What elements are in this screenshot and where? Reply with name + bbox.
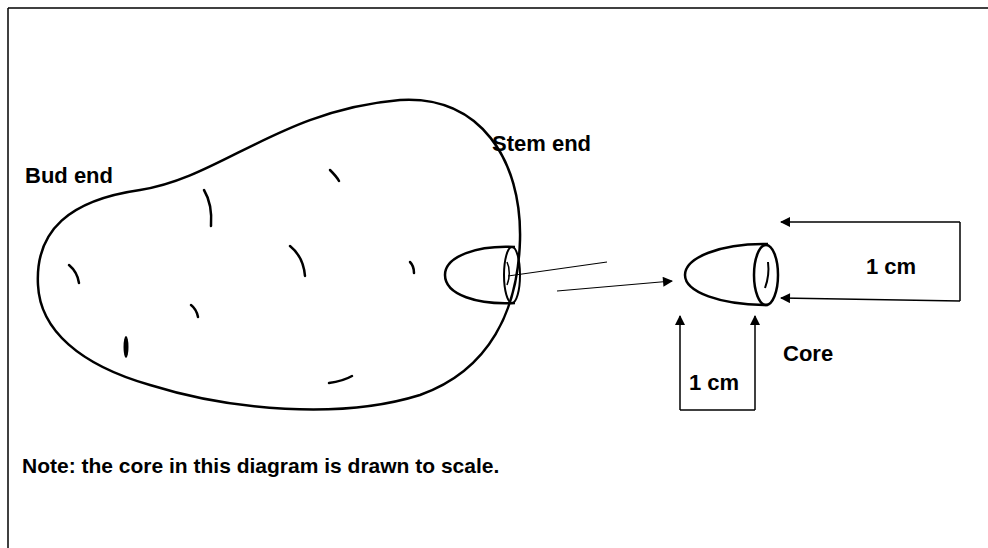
core-mark (765, 262, 768, 288)
skin-mark (124, 336, 129, 358)
skin-marks (69, 170, 414, 383)
part-name: Bud end (25, 164, 113, 188)
removal-line (508, 262, 607, 276)
potato-outline (38, 100, 520, 410)
part-name: Stem end (492, 132, 591, 156)
part-name: Core (783, 342, 833, 366)
core-mark (507, 262, 509, 285)
dimension-label: 1 cm (689, 371, 739, 395)
core-cut-face (754, 245, 778, 305)
dimension-bracket (781, 222, 960, 301)
dimension-bracket (680, 316, 755, 410)
frame-line (7, 8, 9, 548)
core (685, 244, 768, 305)
note-text: Note: the core in this diagram is drawn … (22, 454, 499, 477)
dimension-label: 1 cm (866, 255, 916, 279)
removal-arrow (557, 281, 672, 291)
frame-line (8, 7, 988, 9)
